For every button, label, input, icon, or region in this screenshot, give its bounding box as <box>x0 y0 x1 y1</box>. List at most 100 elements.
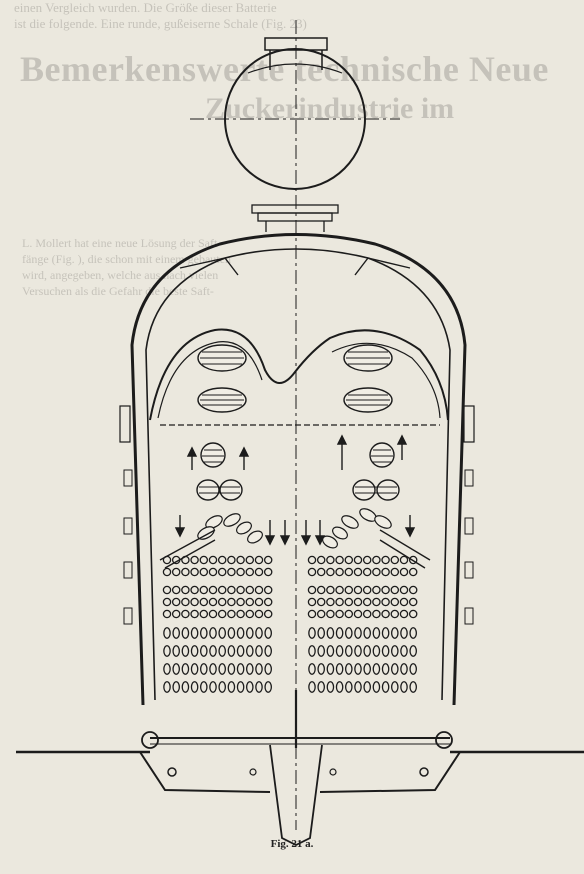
tube <box>363 627 372 639</box>
deflector-plates <box>159 508 431 569</box>
tube <box>236 663 245 675</box>
tube <box>227 597 236 607</box>
tube <box>409 681 418 693</box>
tube <box>344 663 353 675</box>
tube <box>390 609 400 619</box>
tube <box>163 645 171 657</box>
tube <box>381 555 390 565</box>
tube <box>353 555 363 565</box>
tube <box>408 597 418 607</box>
tube <box>381 597 390 607</box>
tube <box>363 645 372 657</box>
tube-bundle <box>162 555 418 693</box>
tube <box>181 597 190 607</box>
tube <box>218 681 227 693</box>
tube <box>254 597 264 607</box>
base-frame <box>16 690 584 847</box>
tube <box>171 585 181 595</box>
tube <box>307 597 317 607</box>
tube <box>399 585 409 595</box>
tube <box>236 681 245 693</box>
tube <box>372 597 381 607</box>
tube <box>316 567 326 577</box>
tube <box>326 681 335 693</box>
tube <box>381 585 390 595</box>
tube <box>408 585 418 595</box>
tube <box>190 609 199 619</box>
tube <box>408 567 418 577</box>
tube <box>354 627 362 639</box>
tube <box>317 627 326 639</box>
tube <box>190 555 199 565</box>
tube <box>200 681 208 693</box>
tube <box>246 681 254 693</box>
tube <box>316 609 326 619</box>
tube <box>317 681 326 693</box>
tube <box>263 609 273 619</box>
tube <box>236 567 245 577</box>
tube <box>200 663 208 675</box>
tube <box>227 555 236 565</box>
tube <box>264 627 273 639</box>
flow-arrows <box>174 434 416 546</box>
tube <box>335 645 344 657</box>
tube <box>399 567 409 577</box>
tube <box>344 567 354 577</box>
tube <box>308 645 316 657</box>
tube <box>236 597 245 607</box>
tube <box>354 645 362 657</box>
tube <box>390 681 399 693</box>
tube <box>181 663 190 675</box>
tube <box>344 585 354 595</box>
tube <box>209 627 217 639</box>
tube <box>390 597 400 607</box>
tube <box>344 609 354 619</box>
tube <box>181 567 190 577</box>
tube <box>344 645 353 657</box>
tube <box>254 555 264 565</box>
tube <box>171 609 181 619</box>
tube <box>245 597 255 607</box>
tube <box>344 597 354 607</box>
tube <box>409 645 418 657</box>
tube <box>171 597 181 607</box>
tube <box>308 681 316 693</box>
tube <box>381 663 390 675</box>
tube <box>408 609 418 619</box>
tube <box>381 681 390 693</box>
tube <box>181 681 190 693</box>
tube <box>190 567 199 577</box>
tube <box>372 555 381 565</box>
tube <box>399 555 409 565</box>
tube <box>181 555 190 565</box>
tube <box>172 645 181 657</box>
tube <box>363 663 372 675</box>
tube <box>317 663 326 675</box>
tube <box>254 585 264 595</box>
tube <box>408 555 418 565</box>
tube <box>363 681 372 693</box>
tube <box>381 627 390 639</box>
tube <box>307 567 317 577</box>
tube <box>409 627 418 639</box>
tube <box>227 645 236 657</box>
tube <box>326 585 335 595</box>
tube <box>353 567 363 577</box>
tube <box>326 645 335 657</box>
tube <box>181 645 190 657</box>
tube <box>372 567 381 577</box>
tube <box>171 555 181 565</box>
tube <box>326 567 335 577</box>
tube <box>208 567 218 577</box>
tube <box>400 663 408 675</box>
tube <box>227 585 236 595</box>
tube <box>162 555 172 565</box>
tube <box>217 609 227 619</box>
tube <box>372 681 381 693</box>
tube <box>245 567 255 577</box>
tube <box>316 597 326 607</box>
tube <box>199 585 209 595</box>
tube <box>308 663 316 675</box>
